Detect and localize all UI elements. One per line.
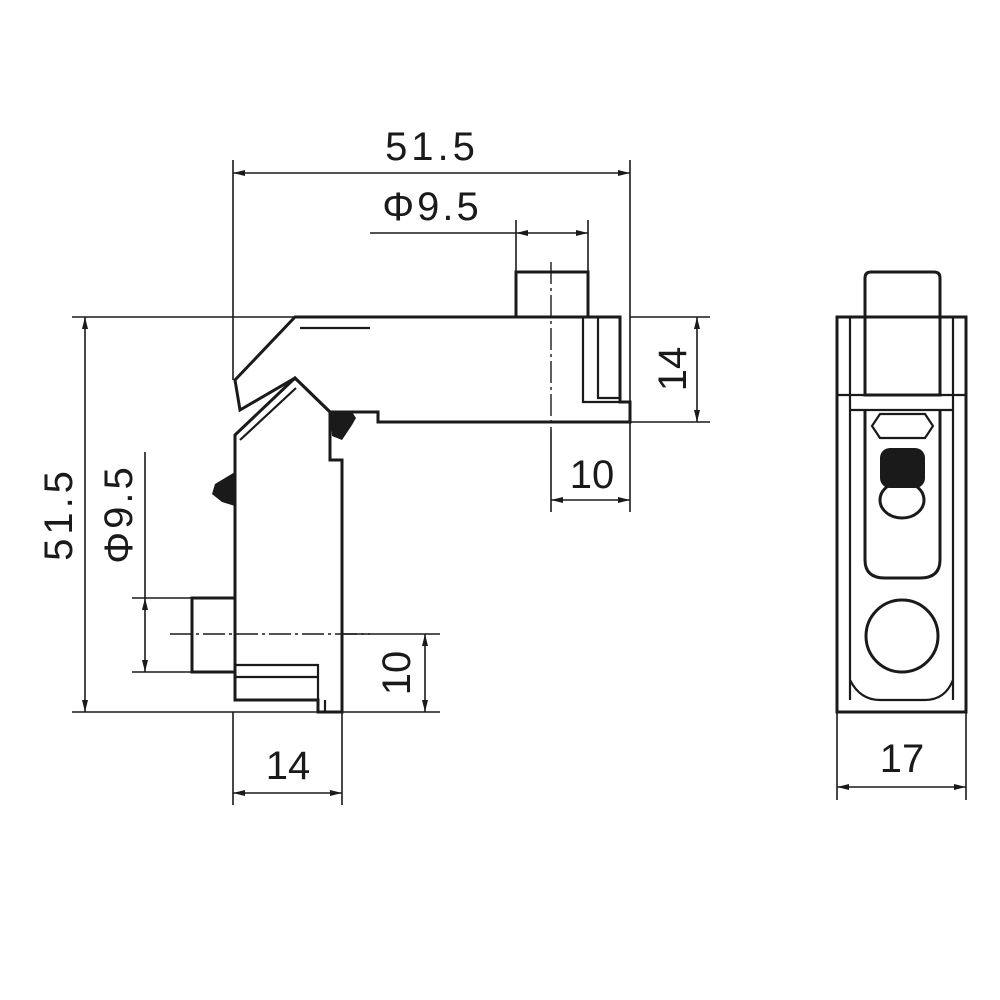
side-bottom-curve	[849, 679, 955, 702]
side-upper-block	[863, 317, 942, 397]
set-screw-top	[330, 412, 356, 440]
lower-arm-outline	[233, 375, 344, 714]
upper-arm-outline	[233, 315, 632, 424]
front-view-dimensions: 51.5 Φ9.5 14 10 51.5 Φ9.5 10	[37, 125, 710, 805]
side-bore	[864, 598, 940, 674]
dim-left-overall-height: 51.5	[37, 467, 81, 561]
side-hex-nut	[870, 412, 935, 440]
bottom-step	[235, 663, 327, 712]
side-screw-end	[878, 480, 926, 520]
set-screw-left	[212, 472, 235, 506]
dim-right-step-width: 10	[570, 453, 615, 497]
side-upper-ledge	[837, 393, 966, 412]
dim-top-pin-diameter: Φ9.5	[382, 185, 482, 229]
lower-arm-chamfer-line	[239, 387, 297, 441]
top-pin	[514, 270, 590, 317]
dim-top-overall-width: 51.5	[385, 125, 479, 169]
side-body-outline	[835, 315, 968, 714]
dim-right-height: 14	[651, 347, 695, 392]
dim-left-pin-diameter: Φ9.5	[97, 464, 141, 564]
dim-side-view-width: 17	[880, 737, 925, 781]
side-set-screw	[880, 448, 925, 488]
dim-bottom-step-height: 10	[375, 651, 419, 696]
side-view	[835, 270, 968, 714]
left-pin	[190, 596, 235, 674]
front-view	[170, 262, 632, 714]
side-slot	[863, 410, 942, 580]
dim-bottom-width: 14	[266, 744, 311, 788]
side-top-pin	[863, 270, 942, 317]
upper-arm-slot	[581, 317, 620, 404]
side-view-dimensions: 17	[836, 712, 967, 800]
